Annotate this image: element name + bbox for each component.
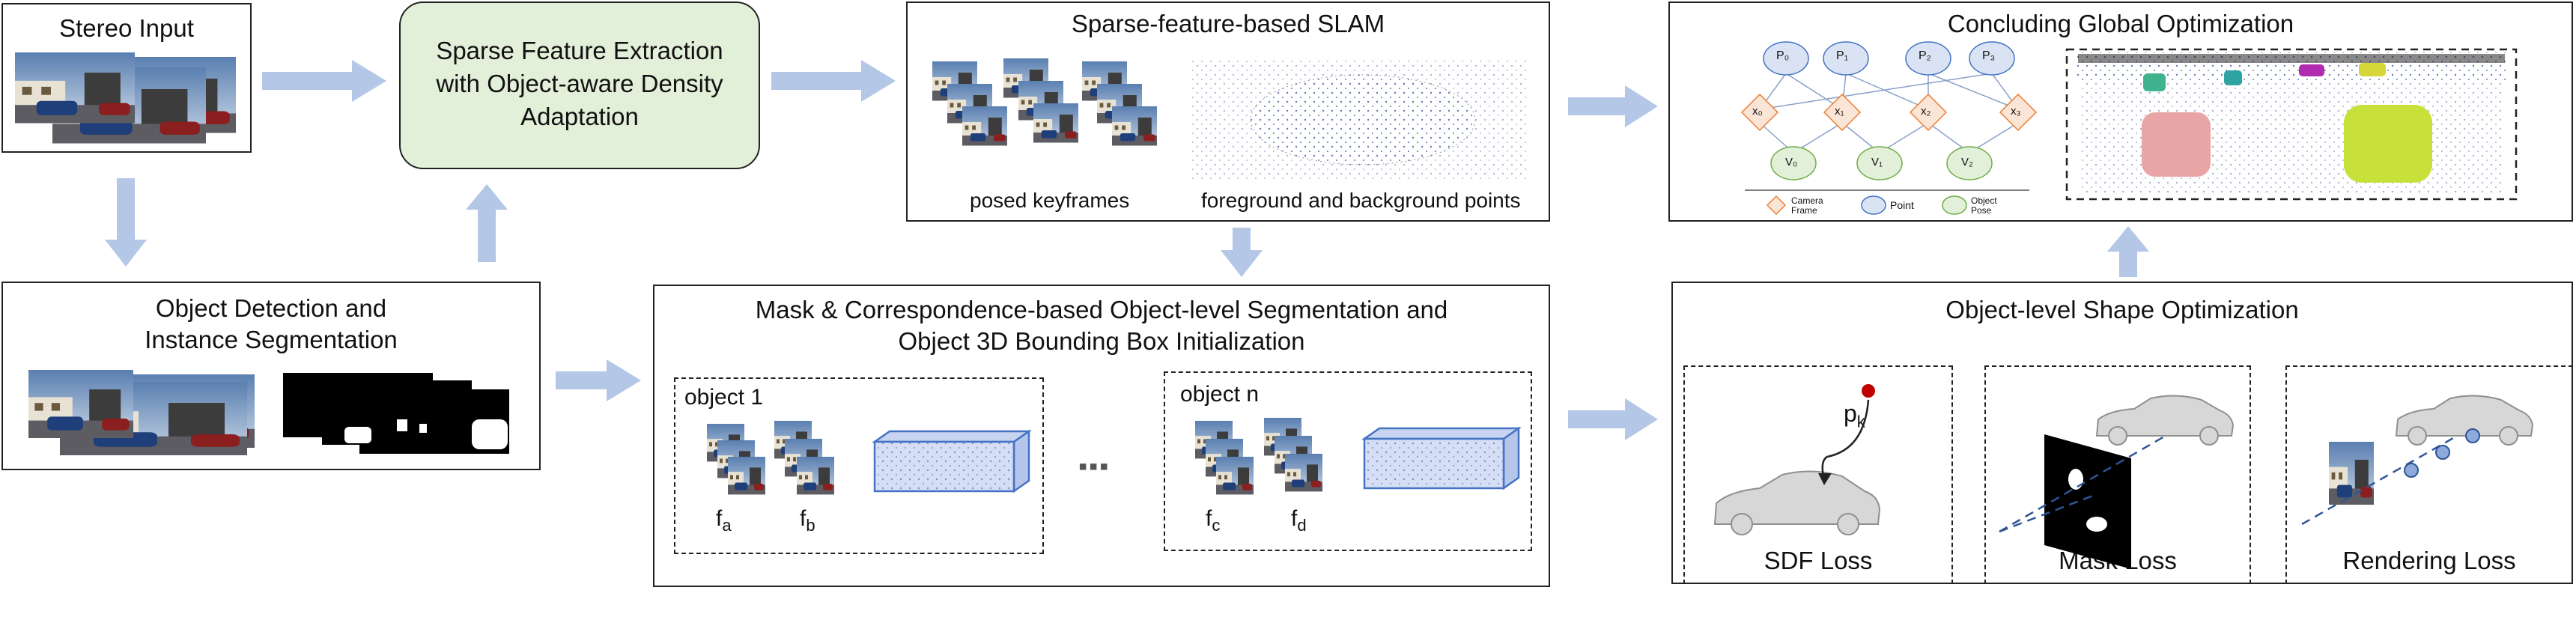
object-1-label: object 1 xyxy=(684,385,764,410)
camera-node-label-2: x₂ xyxy=(1921,105,1931,118)
global-optimization-panel: Concluding Global Optimization xyxy=(1668,1,2573,222)
object-n-label: object n xyxy=(1180,382,1260,407)
rendering-loss-panel: Rendering Loss xyxy=(2285,365,2573,584)
legend-object-label: Object Pose xyxy=(1971,195,1997,216)
stereo-input-panel: Stereo Input xyxy=(1,3,252,153)
pose-node-label-3: P₃ xyxy=(1982,49,1996,62)
shape-optimization-title: Object-level Shape Optimization xyxy=(1945,296,2299,323)
object-n-frame-c: fc xyxy=(1206,506,1221,535)
pose-node-label-0: P₀ xyxy=(1776,49,1790,62)
slam-title: Sparse-feature-based SLAM xyxy=(1071,10,1385,37)
slam-panel: Sparse-feature-based SLAM posed keyframe… xyxy=(906,1,1550,222)
object-n-group: object n fc fd xyxy=(1164,371,1532,551)
arrow-shape-to-global xyxy=(2107,226,2149,277)
arrow-sparse-to-slam xyxy=(771,60,896,102)
point-pk-label: pk xyxy=(1844,400,1865,431)
rendering-loss-label: Rendering Loss xyxy=(2342,547,2516,574)
object-node-label-0: V₀ xyxy=(1785,156,1798,168)
sparse-extraction-line1: Sparse Feature Extraction xyxy=(436,37,723,64)
object-n-frame-d: fd xyxy=(1291,506,1307,535)
arrow-detection-to-segmentation xyxy=(556,359,641,401)
object-detection-panel: Object Detection and Instance Segmentati… xyxy=(1,282,541,470)
slam-right-caption: foreground and background points xyxy=(1201,189,1521,212)
object-1-frame-b: fb xyxy=(800,506,815,535)
object-detection-line2: Instance Segmentation xyxy=(145,326,398,353)
arrow-detection-to-sparse xyxy=(466,184,508,262)
sdf-loss-label: SDF Loss xyxy=(1764,547,1873,574)
sdf-loss-panel: SDF Loss pk xyxy=(1683,365,1953,584)
sparse-extraction-panel: Sparse Feature Extraction with Object-aw… xyxy=(399,1,760,169)
ellipsis: ▪▪▪ xyxy=(1078,452,1111,481)
legend-point-label: Point xyxy=(1890,199,1914,211)
legend-camera-label: Camera Frame xyxy=(1791,195,1823,216)
camera-node-label-3: x₃ xyxy=(2011,105,2021,118)
object-node-label-1: V₁ xyxy=(1871,156,1883,168)
arrow-stereo-to-detection xyxy=(105,178,147,267)
pose-node-label-2: P₂ xyxy=(1919,49,1931,62)
pose-node-label-1: P₁ xyxy=(1836,49,1849,62)
mask-loss-panel: Mask Loss xyxy=(1984,365,2251,584)
camera-node-label-0: x₀ xyxy=(1752,105,1763,118)
mask-loss-label: Mask Loss xyxy=(2059,547,2177,574)
arrow-stereo-to-sparse xyxy=(262,60,386,102)
sparse-extraction-line2: with Object-aware Density xyxy=(436,70,723,97)
arrow-segmentation-to-shape xyxy=(1568,398,1658,440)
arrow-slam-to-global xyxy=(1568,85,1658,127)
segmentation-line2: Object 3D Bounding Box Initialization xyxy=(898,327,1305,355)
slam-left-caption: posed keyframes xyxy=(970,189,1130,212)
global-optimization-title: Concluding Global Optimization xyxy=(1947,10,2294,37)
object-1-group: object 1 fa fb xyxy=(674,377,1044,554)
stereo-input-title: Stereo Input xyxy=(59,14,194,42)
object-node-label-2: V₂ xyxy=(1961,156,1973,168)
arrow-slam-to-segmentation xyxy=(1221,228,1263,277)
segmentation-line1: Mask & Correspondence-based Object-level… xyxy=(755,296,1448,323)
sparse-extraction-line3: Adaptation xyxy=(520,103,639,130)
object-detection-line1: Object Detection and xyxy=(155,294,387,322)
object-1-frame-a: fa xyxy=(716,506,732,535)
camera-node-label-1: x₁ xyxy=(1835,105,1844,118)
